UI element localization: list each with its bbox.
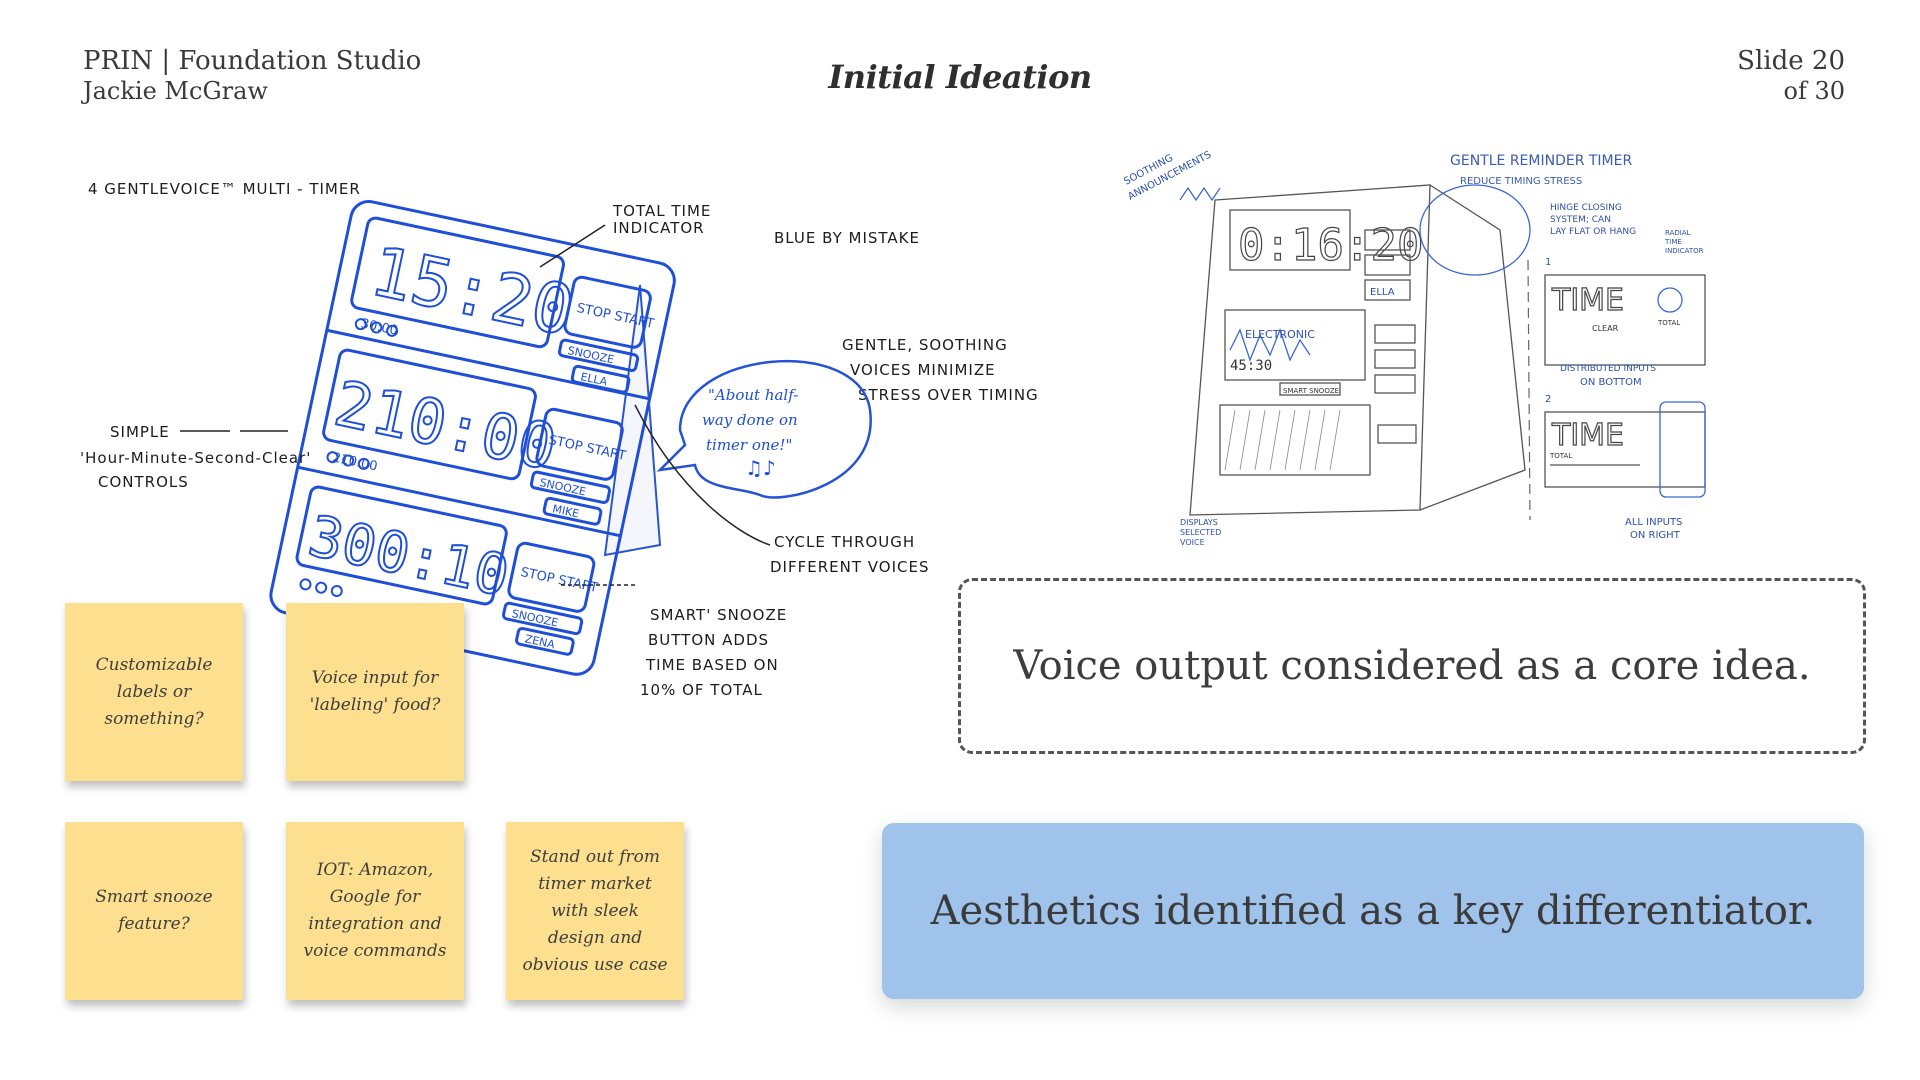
rs-displays-1: DISPLAYS: [1180, 518, 1218, 527]
note-cycle-1: CYCLE THROUGH: [774, 533, 915, 551]
note-snooze-3: TIME BASED ON: [645, 656, 779, 674]
sticky-note: Smart snooze feature?: [65, 822, 243, 1000]
gentle-reminder-timer-sketch: GENTLE REMINDER TIMER REDUCE TIMING STRE…: [1122, 149, 1706, 547]
slide-title: Initial Ideation: [828, 58, 1092, 96]
note-cycle-2: DIFFERENT VOICES: [770, 558, 929, 576]
rs-hinge-1: HINGE CLOSING: [1550, 203, 1622, 213]
course-name: PRIN | Foundation Studio: [83, 46, 422, 76]
timer-3-digits: 300:10: [303, 504, 514, 610]
note-snooze-4: 10% OF TOTAL: [640, 681, 763, 699]
timer-1-display: [350, 216, 565, 349]
bubble-music-notes: ♫♪: [745, 456, 776, 480]
note-gentle-3: STRESS OVER TIMING: [858, 386, 1039, 404]
rs-total-2: TOTAL: [1549, 452, 1572, 460]
rs-device: 0:16:20 ELLA ELECTRONIC 45:30 SMART SNOO…: [1189, 184, 1526, 516]
slide-total: of 30: [1783, 77, 1846, 105]
sticky-note: Customizable labels or something?: [65, 603, 243, 781]
note-total-time-1: TOTAL TIME: [612, 202, 711, 220]
rs-all-inputs-2: ON RIGHT: [1630, 530, 1681, 541]
note-blue-by-mistake: BLUE BY MISTAKE: [774, 229, 920, 247]
slide-counter: Slide 20 of 30: [1737, 46, 1845, 106]
note-simple-2: 'Hour-Minute-Second-Clear': [80, 449, 311, 467]
sticky-note: Voice input for 'labeling' food?: [286, 603, 464, 781]
timer-1-voice: ELLA: [579, 370, 609, 388]
rs-displays-3: VOICE: [1180, 538, 1205, 547]
rs-timer-label-1: TIME: [1551, 283, 1624, 318]
rs-hinge-3: LAY FLAT OR HANG: [1550, 227, 1636, 237]
rs-device-snooze: SMART SNOOZE: [1283, 387, 1339, 395]
rs-hinge-2: SYSTEM; CAN: [1550, 215, 1611, 225]
note-snooze-1: SMART' SNOOZE: [650, 606, 787, 624]
rs-device-voice-2: ELECTRONIC: [1245, 328, 1315, 341]
note-snooze-2: BUTTON ADDS: [648, 631, 769, 649]
rs-device-time-2: 45:30: [1230, 358, 1272, 374]
rs-device-time-1: 0:16:20: [1238, 220, 1423, 271]
rs-clear-1: CLEAR: [1592, 324, 1619, 333]
author-name: Jackie McGraw: [83, 77, 268, 105]
highlight-callout-text: Aesthetics identified as a key different…: [930, 888, 1816, 934]
dashed-callout: Voice output considered as a core idea.: [958, 578, 1866, 754]
timer-3-stopstart: STOP START: [519, 565, 599, 596]
bubble-line-3: timer one!": [706, 436, 792, 454]
gentlevoice-timer-sketch: 4 GENTLEVOICE™ MULTI - TIMER 15:20 30:00…: [80, 180, 1039, 699]
note-simple-3: CONTROLS: [98, 473, 189, 491]
rs-all-inputs-1: ALL INPUTS: [1625, 517, 1682, 528]
sticky-note: IOT: Amazon, Google for integration and …: [286, 822, 464, 1000]
timer-3-voice: ZENA: [524, 632, 557, 651]
note-gentle-1: GENTLE, SOOTHING: [842, 336, 1008, 354]
rs-radial-2: TIME: [1664, 238, 1682, 246]
highlight-callout: Aesthetics identified as a key different…: [882, 823, 1864, 999]
bubble-line-1: "About half-: [708, 386, 798, 404]
speech-bubble: [656, 360, 872, 499]
note-total-time-2: INDICATOR: [613, 219, 705, 237]
rs-title: GENTLE REMINDER TIMER: [1450, 153, 1632, 169]
rs-radial-3: INDICATOR: [1665, 247, 1704, 255]
note-gentle-2: VOICES MINIMIZE: [850, 361, 996, 379]
timer-3-display: [295, 485, 508, 606]
rs-subtitle: REDUCE TIMING STRESS: [1460, 176, 1582, 187]
slide-number: Slide 20: [1737, 46, 1845, 76]
sketch-heading: 4 GENTLEVOICE™ MULTI - TIMER: [88, 180, 361, 198]
bubble-line-2: way done on: [702, 411, 798, 429]
rs-option-1: 1: [1545, 257, 1551, 268]
rs-radial-1: RADIAL: [1665, 229, 1691, 237]
rs-distributed-1: DISTRIBUTED INPUTS: [1560, 364, 1656, 374]
sticky-note: Stand out from timer market with sleek d…: [506, 822, 684, 1000]
note-simple-1: SIMPLE: [110, 423, 170, 441]
timer-1-stopstart: STOP START: [575, 301, 655, 332]
timer-2-sub: 210:00: [331, 450, 379, 474]
course-header: PRIN | Foundation Studio Jackie McGraw: [83, 46, 421, 106]
rs-distributed-2: ON BOTTOM: [1580, 377, 1642, 388]
dashed-callout-text: Voice output considered as a core idea.: [1013, 643, 1811, 689]
rs-total-1: TOTAL: [1657, 319, 1680, 327]
timer-2-stopstart: STOP START: [547, 433, 627, 464]
rs-timer-label-2: TIME: [1551, 418, 1624, 453]
rs-displays-2: SELECTED: [1180, 528, 1221, 537]
device-stand: [603, 284, 662, 557]
rs-device-voice-1: ELLA: [1370, 287, 1395, 298]
rs-option-2: 2: [1545, 394, 1551, 405]
timer-2-display: [322, 348, 537, 481]
timer-2-voice: MIKE: [551, 502, 580, 520]
